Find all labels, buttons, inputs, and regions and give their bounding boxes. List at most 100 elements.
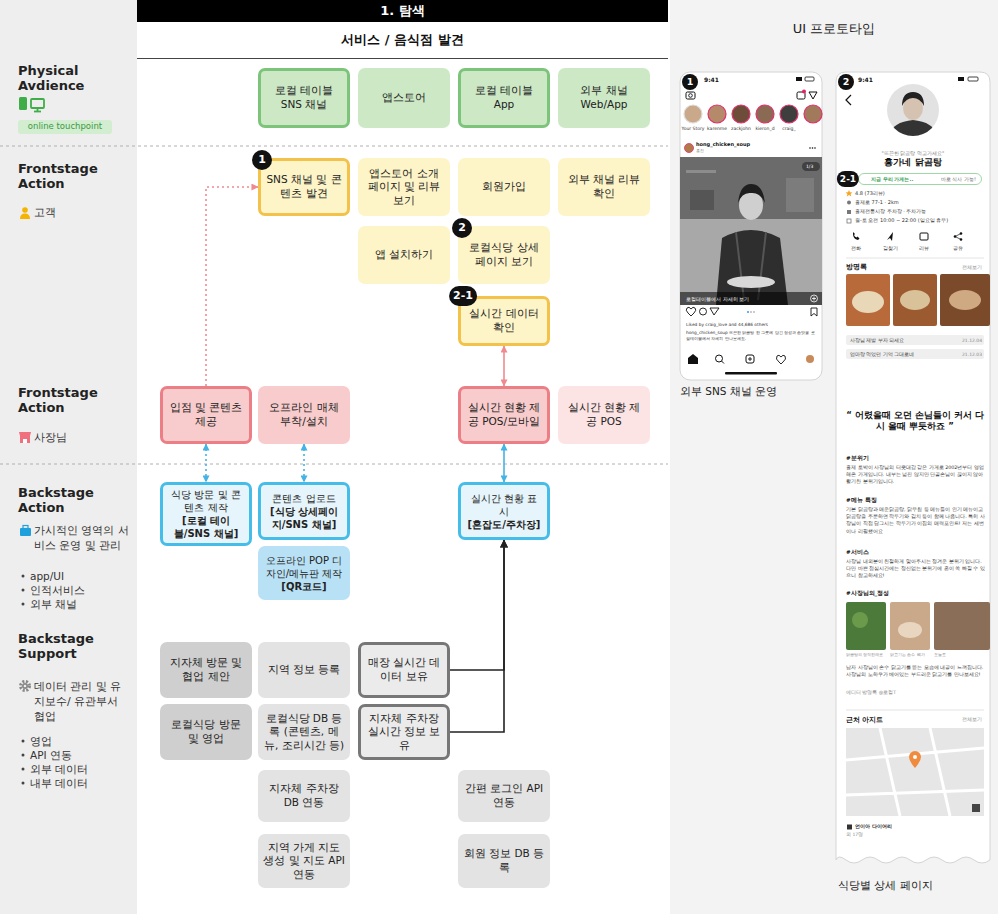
bullet-item: API 연동 [30, 748, 72, 762]
node-text: 로컬 테이블 App [466, 84, 542, 111]
owner-action: 오프라인 매체 부착/설치 [258, 386, 350, 444]
customer-action: 회원가입 [458, 158, 550, 216]
node-text: 회원가입 [482, 180, 526, 194]
node-text: 로컬 테이블 SNS 채널 [266, 84, 342, 111]
customer-action: 앱 설치하기 [358, 226, 450, 284]
panel-header: UI 프로토타입 [670, 0, 998, 58]
hashtag-heading: #서비스 [846, 549, 869, 556]
post-location: 홍천 [696, 148, 704, 154]
parking-info: 홍제전통시장 주차장 · 주차가능 [855, 208, 926, 216]
node-text: 서비스 / 음식점 발견 [341, 32, 463, 49]
node-text: 회원 정보 DB 등록 [463, 847, 545, 874]
place-name: 언이아 다이어리 [855, 823, 892, 830]
place-meta: 외 17명 [846, 832, 863, 838]
owner-action: 실시간 현황 제공 POS [558, 386, 650, 444]
bullet-item: 내부 데이터 [30, 776, 88, 790]
story-name: karenme [705, 126, 729, 132]
node-text: 실시간 현황 제공 POS/모바일 [466, 401, 542, 428]
see-all-link: 전체보기 [962, 265, 982, 271]
support-box: 지역 가게 지도 생성 및 지도 API 연동 [258, 834, 350, 888]
actor-label: 고객 [34, 206, 56, 221]
node-text: 외부 채널 Web/App [563, 84, 645, 111]
lane-title: Frontstage Action [18, 386, 128, 416]
connector [206, 187, 258, 386]
backstage-box: 콘텐츠 업로드[식당 상세페이지/SNS 채널] [258, 482, 350, 540]
node-text: 지자체 방문 및 협업 제안 [165, 656, 247, 683]
entry-date: 21.12.03 [962, 352, 982, 358]
detail-phone-mockup [836, 72, 990, 863]
support-box: 회원 정보 DB 등록 [458, 834, 550, 888]
lane-title: Backstage Action [18, 486, 128, 516]
node-text: 실시간 현황 제공 POS [563, 401, 645, 428]
see-all-link: 전체보기 [962, 717, 982, 723]
node-text: [식당 상세페이지/SNS 채널] [266, 505, 342, 531]
review-paragraph: 홍제 토박이 사장님의 터줏대감 같은 가게로 2002년부터 영업해온 가게입… [846, 464, 986, 486]
status-pill: 지금 우리 가게는.. 바로 식사 가능! [858, 173, 982, 185]
node-text: 지금 우리 가게는.. [871, 176, 913, 182]
owner-action: 실시간 현황 제공 POS/모바일 [458, 386, 550, 444]
node-text: 지자체 주차장 실시간 정보 보유 [366, 712, 442, 753]
node-text: online touchpoint [28, 122, 102, 131]
connector [303, 444, 305, 482]
node-text: 지자체 주차장 DB 연동 [263, 782, 345, 809]
bullet-item: 영업 [30, 734, 52, 748]
bullet-item: 인적서비스 [30, 583, 85, 597]
bullet-item: 외부 채널 [30, 597, 77, 611]
rating: 4.8 (73리뷰) [855, 190, 885, 198]
story-name: zackjohn [729, 126, 753, 132]
node-text: SNS 채널 및 콘텐츠 발견 [266, 173, 342, 200]
callout-number: 2 [838, 74, 854, 90]
photo-caption: 오늘도 [934, 652, 946, 657]
lane-note: 가시적인 영역의 서비스 운영 및 관리 [34, 524, 130, 554]
lane-title: Frontstage Action [18, 162, 128, 192]
action-label: 공유 [943, 246, 973, 252]
node-text: 바로 식사 가능! [941, 176, 976, 182]
lane-title: Backstage Support [18, 632, 128, 662]
node-text: 지역 정보 등록 [268, 663, 341, 677]
connector [503, 346, 505, 386]
support-box: 간편 로그인 API 연동 [458, 770, 550, 822]
node-text: 지역 가게 지도 생성 및 지도 API 연동 [263, 841, 345, 882]
owner-action: 입점 및 콘텐츠 제공 [160, 386, 252, 444]
review-paragraph: 사장님 내외분이 친절하게 맞아주시는 정겨운 분위기 입니다. 다만 바쁜 점… [846, 558, 986, 580]
review-paragraph: 남자 사장님이 손수 닭고기를 뜯는 모습에 내공이 느껴집니다. 사장님의 노… [846, 664, 986, 678]
node-text: [QR코드] [281, 580, 326, 593]
node-text: [로컬 테이블/SNS 채널] [168, 514, 244, 540]
evidence-box: 로컬 테이블 SNS 채널 [258, 68, 350, 128]
phase-subheader: 서비스 / 음식점 발견 [137, 22, 668, 58]
lane-note: 데이터 관리 및 유지보수/ 유관부서 협업 [34, 680, 130, 725]
callout-number: 2-1 [449, 286, 477, 306]
support-box: 매장 실시간 데이터 보유 [358, 642, 450, 698]
owner-quote: “ 어렸을때 오던 손님들이 커서 다시 올때 뿌듯하죠 ” [846, 410, 984, 432]
photo-caption: 닭곰탕의 정직한재료 [846, 652, 883, 657]
node-text: 앱 설치하기 [375, 248, 433, 262]
account-name: hong_chicken_soup [696, 141, 750, 148]
support-box: 지자체 주차장 실시간 정보 보유 [358, 704, 450, 760]
touchpoint-tag: online touchpoint [18, 120, 112, 134]
connector [450, 540, 504, 670]
callout-number: 2 [452, 218, 472, 238]
customer-action: 앱스토어 소개 페이지 및 리뷰 보기 [358, 158, 450, 216]
node-text: 실시간 데이터 확인 [466, 307, 542, 334]
support-box: 로컬식당 DB 등록 (콘텐츠, 메뉴, 조리시간 등) [258, 704, 350, 760]
store-name: 홍가네 닭곰탕 [840, 157, 986, 169]
sns-phone-mockup [680, 72, 822, 380]
backstage-box: 오프라인 POP 디자인/메뉴판 제작[QR코드] [258, 546, 350, 600]
node-text: 외부 채널 리뷰 확인 [563, 173, 645, 200]
hashtag-heading: #사장님의_정성 [846, 590, 889, 597]
store-tagline: "뜨끈한 닭곰탕 먹고가세요" [840, 150, 986, 157]
post-link: 로컬테이블에서 자세히 보기 [686, 296, 749, 303]
connector [450, 540, 504, 732]
evidence-box: 로컬 테이블 App [458, 68, 550, 128]
node-text: 앱스토어 소개 페이지 및 리뷰 보기 [363, 167, 445, 208]
phase-header: 1. 탐색 [137, 0, 668, 23]
callout-number: 1 [252, 150, 272, 170]
story-name: craig_ [777, 126, 801, 132]
connector [503, 444, 505, 482]
status-time: 9:41 [704, 76, 719, 84]
editor-credit: 에디터 방명록 @로컬T [846, 690, 896, 696]
section-title: 근처 아지트 [846, 716, 883, 725]
photo-caption: 닭고기는 손수 뼈가 [890, 652, 925, 657]
bullet-item: app/UI [30, 569, 64, 583]
